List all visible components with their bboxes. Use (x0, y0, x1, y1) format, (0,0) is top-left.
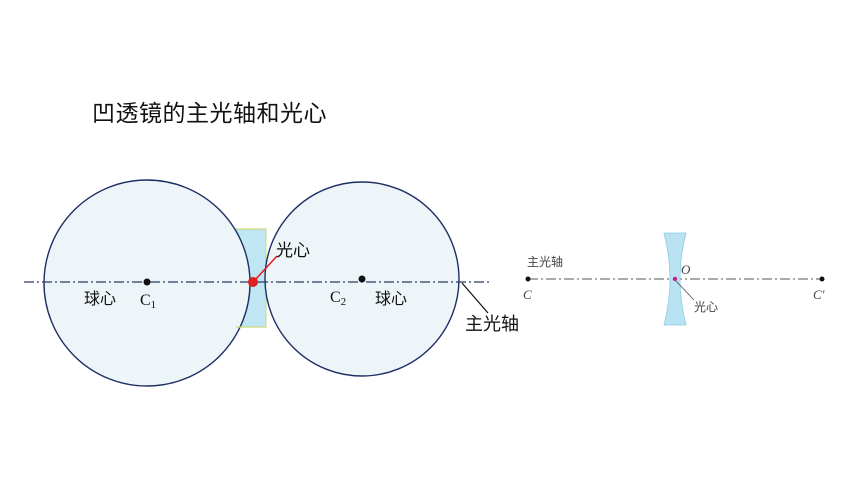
c2-label: C2 (330, 289, 346, 308)
right-principal-axis-label: 主光轴 (527, 254, 563, 269)
right-c-prime-point (819, 276, 825, 282)
c2-point (358, 275, 366, 283)
principal-axis-label: 主光轴 (465, 314, 519, 335)
right-optical-center-label: 光心 (694, 300, 718, 314)
c1-point (143, 278, 151, 286)
right-optical-center-pointer (675, 280, 695, 301)
right-o-point (672, 276, 678, 282)
right-c-label: C (523, 287, 532, 302)
right-c-prime-label: C′ (813, 287, 825, 302)
c1-label: C1 (140, 292, 156, 311)
optical-center-pointer (254, 255, 278, 281)
sphere-center-label-1: 球心 (84, 289, 116, 308)
sphere-center-label-2: 球心 (375, 289, 407, 308)
principal-axis-pointer (461, 282, 489, 314)
page-title: 凹透镜的主光轴和光心 (92, 101, 327, 127)
right-o-label: O (681, 262, 691, 277)
right-c-point (525, 276, 531, 282)
optical-center-label: 光心 (276, 241, 310, 261)
